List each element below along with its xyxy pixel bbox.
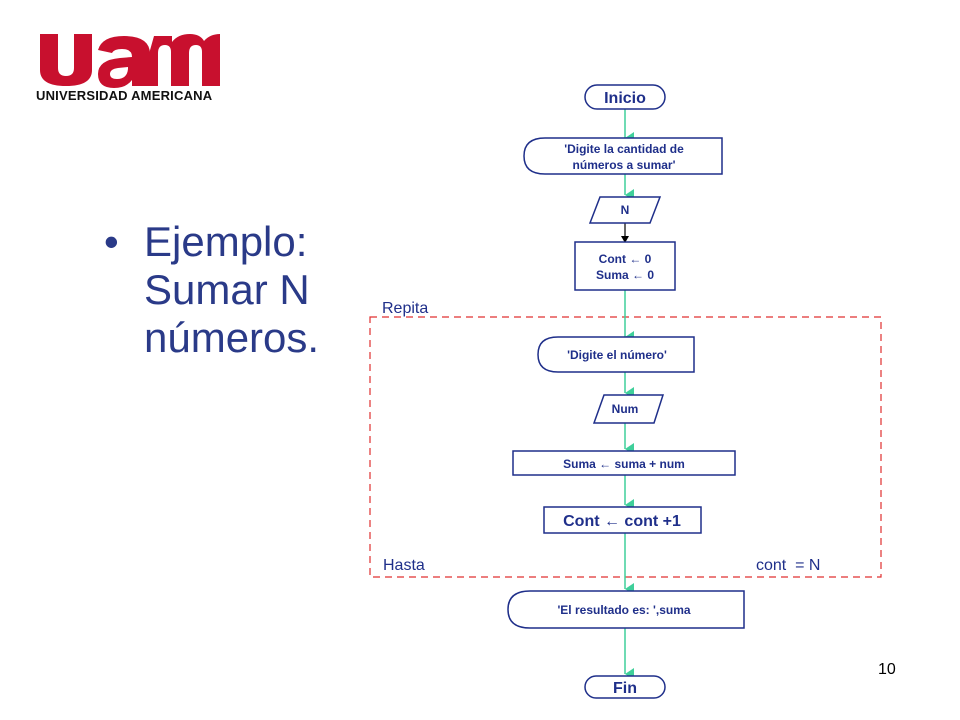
start-terminal — [584, 84, 666, 110]
loop-start-label: Repita — [382, 300, 428, 317]
display-prompt-number — [537, 336, 695, 373]
increment-process — [543, 506, 702, 534]
bullet-line-1: Ejemplo: — [144, 218, 308, 265]
logo-university-name: UNIVERSIDAD AMERICANA — [36, 88, 213, 103]
bullet-line-2: Sumar N — [144, 266, 310, 313]
bullet-symbol: • — [104, 218, 119, 265]
accumulate-process — [512, 450, 736, 476]
page-number: 10 — [878, 661, 896, 678]
init-cont-label: Cont ← 0 — [599, 252, 652, 266]
output-label: 'El resultado es: ',suma — [557, 603, 690, 617]
start-label: Inicio — [604, 90, 646, 107]
display-output — [507, 590, 745, 629]
input-num-shape — [592, 394, 665, 424]
bullet-point: • Ejemplo: Sumar N números. — [104, 218, 344, 362]
uam-logo — [40, 34, 220, 88]
prompt-count-line-1: 'Digite la cantidad de — [564, 142, 684, 156]
input-n-label: N — [621, 203, 630, 217]
bullet-text: Ejemplo: Sumar N números. — [144, 218, 319, 362]
input-n-shape — [588, 196, 662, 224]
end-label: Fin — [613, 680, 637, 697]
init-process — [574, 241, 676, 291]
prompt-number-label: 'Digite el número' — [567, 348, 667, 362]
loop-condition: cont = N — [756, 557, 820, 574]
input-num-label: Num — [612, 402, 639, 416]
init-suma-label: Suma ← 0 — [596, 268, 654, 282]
bullet-line-3: números. — [144, 314, 320, 361]
increment-label: Cont ← cont +1 — [563, 513, 681, 530]
logo-letter-m — [140, 34, 220, 86]
loop-until-label: Hasta — [383, 557, 425, 574]
end-terminal — [584, 675, 666, 699]
connector-3-arrowhead — [621, 236, 629, 243]
logo-letter-a — [98, 36, 150, 88]
prompt-count-line-2: números a sumar' — [573, 158, 676, 172]
accumulate-label: Suma ← suma + num — [563, 457, 685, 471]
display-prompt-count — [523, 137, 723, 175]
logo-letter-u — [40, 34, 92, 86]
